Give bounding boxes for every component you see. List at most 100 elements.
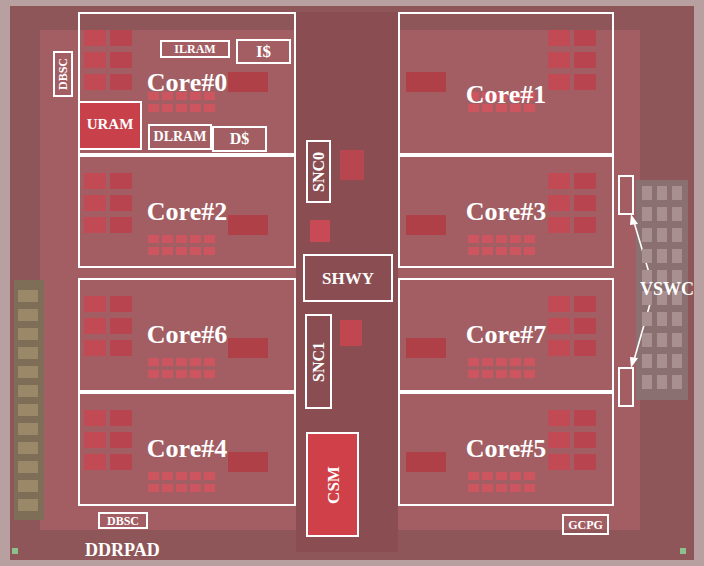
sram-block (657, 375, 667, 389)
sram-block (340, 150, 364, 180)
block-label: D$ (230, 131, 250, 147)
block-label: Core#6 (147, 322, 227, 348)
sram-block (204, 104, 215, 112)
sram-block (642, 333, 652, 347)
sram-block (148, 104, 159, 112)
sram-block (548, 296, 570, 312)
sram-block (110, 217, 132, 233)
block-label: Core#4 (147, 436, 227, 462)
sram-block (84, 74, 106, 90)
block-label: Core#7 (466, 322, 546, 348)
sram-block (176, 104, 187, 112)
chip-block: SNC1 (305, 314, 332, 409)
sram-block (496, 484, 507, 492)
sram-block (482, 370, 493, 378)
sram-block (18, 404, 38, 416)
sram-block (657, 333, 667, 347)
block-label: DLRAM (154, 130, 207, 144)
sram-block (110, 296, 132, 312)
chip-block: GCPG (562, 514, 609, 535)
sram-block (548, 432, 570, 448)
chip-block: Core#6 (78, 278, 296, 392)
sram-block (510, 235, 521, 243)
block-label: GCPG (568, 519, 603, 531)
sram-block (468, 358, 479, 366)
sram-block (190, 484, 201, 492)
chip-block: Core#5 (398, 392, 614, 506)
block-label: Core#1 (466, 82, 546, 108)
sram-block (657, 207, 667, 221)
sram-block (176, 370, 187, 378)
sram-block (190, 472, 201, 480)
sram-block (204, 472, 215, 480)
sram-block (84, 340, 106, 356)
block-label: SNC0 (311, 151, 327, 191)
sram-block (548, 454, 570, 470)
pad-label: DDRPAD (85, 541, 160, 559)
block-label: Core#2 (147, 199, 227, 225)
chip-block: Core#3 (398, 155, 614, 268)
sram-block (406, 215, 446, 235)
sram-block (574, 74, 596, 90)
sram-block (574, 454, 596, 470)
callout-label: VSWC (640, 280, 694, 298)
sram-block (468, 235, 479, 243)
sram-block (84, 217, 106, 233)
chip-block: DBSC (98, 512, 148, 529)
sram-block (228, 338, 268, 358)
sram-block (228, 72, 268, 92)
sram-block (84, 52, 106, 68)
sram-block (672, 228, 682, 242)
sram-block (228, 215, 268, 235)
sram-block (672, 186, 682, 200)
sram-block (642, 207, 652, 221)
sram-block (482, 235, 493, 243)
sram-block (672, 333, 682, 347)
sram-block (162, 247, 173, 255)
sub-block: DLRAM (148, 124, 212, 150)
sram-block (496, 247, 507, 255)
sram-block (110, 318, 132, 334)
sram-block (148, 472, 159, 480)
chip-block: SHWY (303, 254, 393, 302)
sram-block (548, 217, 570, 233)
block-label: Core#5 (466, 436, 546, 462)
sram-block (510, 484, 521, 492)
sram-block (84, 454, 106, 470)
sram-block (18, 309, 38, 321)
sram-block (482, 484, 493, 492)
sram-block (84, 432, 106, 448)
sram-block (510, 370, 521, 378)
sram-block (406, 72, 446, 92)
sram-block (110, 454, 132, 470)
sram-block (548, 410, 570, 426)
vswc-block (619, 176, 633, 214)
sram-block (110, 74, 132, 90)
sram-block (672, 249, 682, 263)
sram-block (84, 410, 106, 426)
sram-block (84, 296, 106, 312)
sram-block (468, 484, 479, 492)
sram-block (548, 173, 570, 189)
chip-block: CSM (306, 432, 359, 537)
sram-block (190, 370, 201, 378)
sram-block (468, 247, 479, 255)
sram-block (84, 30, 106, 46)
sram-block (176, 235, 187, 243)
sram-block (672, 354, 682, 368)
sram-block (148, 235, 159, 243)
sram-block (548, 195, 570, 211)
chip-block: Core#7 (398, 278, 614, 392)
block-label: ILRAM (174, 43, 215, 55)
sram-block (468, 370, 479, 378)
sram-block (110, 52, 132, 68)
chip-block: Core#1 (398, 12, 614, 155)
sram-block (642, 249, 652, 263)
sram-block (406, 452, 446, 472)
arrow-head (630, 214, 638, 225)
sram-block (310, 220, 330, 242)
sram-block (110, 30, 132, 46)
block-label: URAM (87, 117, 134, 132)
sram-block (496, 358, 507, 366)
